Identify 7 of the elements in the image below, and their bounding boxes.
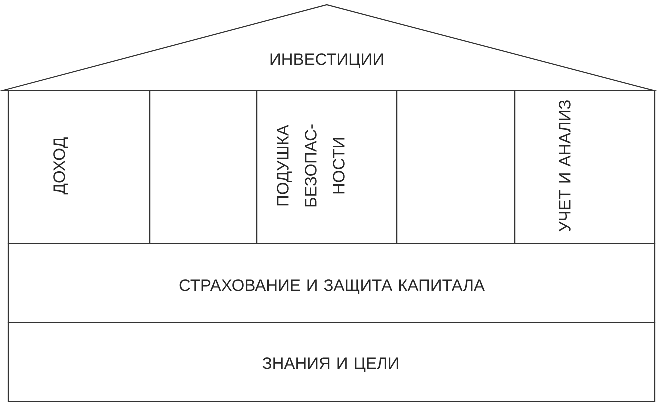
column-box: ДОХОД — [8, 90, 151, 245]
floor-band: СТРАХОВАНИЕ И ЗАЩИТА КАПИТАЛА — [8, 243, 656, 324]
column-box — [396, 90, 516, 245]
column-box — [149, 90, 258, 245]
column-box: УЧЕТ И АНАЛИЗ — [514, 90, 656, 245]
floor-band: ЗНАНИЯ И ЦЕЛИ — [8, 322, 656, 403]
column-box: ПОДУШКА БЕЗОПАС- НОСТИ — [256, 90, 398, 245]
